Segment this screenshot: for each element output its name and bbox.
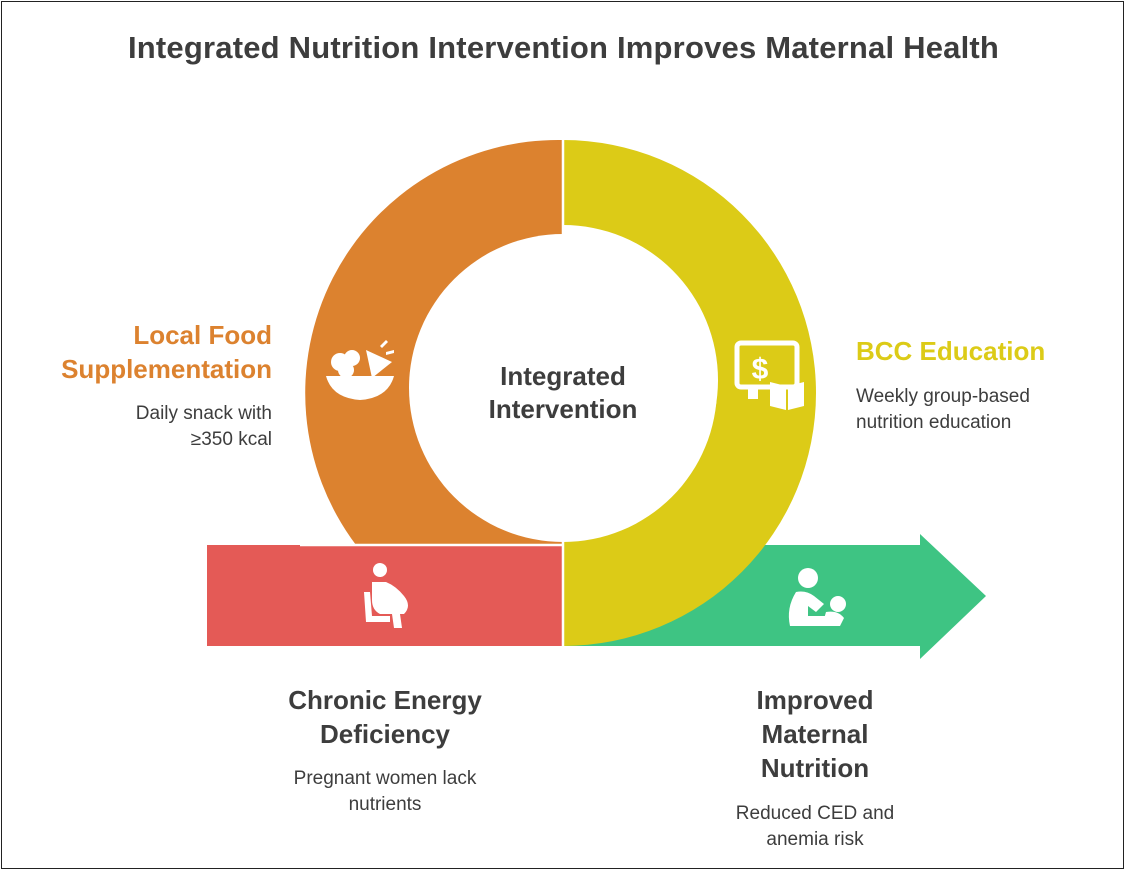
end-arrow-heading: Improved Maternal Nutrition (756, 685, 874, 783)
monitor-book-icon: $ (734, 340, 804, 410)
right-segment-heading: BCC Education (856, 336, 1046, 366)
start-bar-description: Pregnant women lack nutrients (293, 768, 477, 815)
center-label: Integrated Intervention (488, 361, 638, 424)
right-ring-segment (563, 140, 816, 646)
mother-baby-icon (788, 568, 846, 626)
page-title: Integrated Nutrition Intervention Improv… (127, 30, 1000, 65)
pregnant-woman-icon (364, 563, 408, 628)
food-bowl-icon (326, 340, 394, 400)
right-segment-description: Weekly group-based nutrition education (856, 386, 1030, 433)
center-circle (409, 234, 717, 542)
end-arrow-description: Reduced CED and anemia risk (735, 803, 895, 850)
svg-text:$: $ (752, 353, 769, 386)
start-bar-heading: Chronic Energy Deficiency (288, 685, 482, 749)
left-segment-description: Daily snack with ≥350 kcal (135, 403, 272, 450)
left-segment-heading: Local Food Supplementation (61, 320, 272, 384)
